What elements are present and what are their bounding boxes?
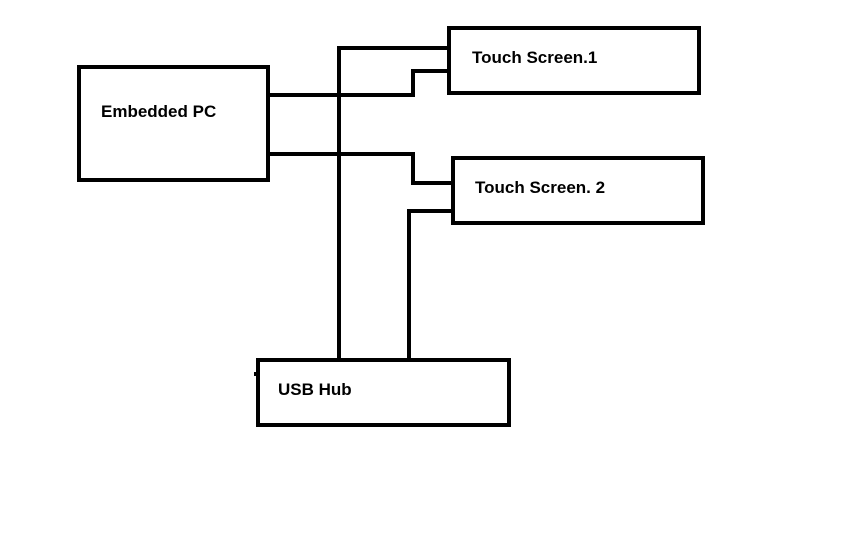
touch-screen-1-label: Touch Screen.1 xyxy=(472,48,597,67)
node-touch-screen-1: Touch Screen.1 xyxy=(447,26,701,95)
touch-screen-1-box xyxy=(447,26,701,95)
wire-hub-to-touch-screen-1 xyxy=(337,46,450,360)
touch-screen-2-box xyxy=(451,156,705,225)
wire-hub-to-touch-screen-2 xyxy=(407,209,454,360)
usb-hub-label: USB Hub xyxy=(278,380,352,399)
connections xyxy=(254,46,454,376)
wire-pc-to-touch-screen-1 xyxy=(267,69,450,97)
embedded-pc-box xyxy=(77,65,270,182)
wire-pc-to-touch-screen-2 xyxy=(267,152,454,185)
node-touch-screen-2: Touch Screen. 2 xyxy=(451,156,705,225)
node-usb-hub: USB Hub xyxy=(256,358,511,427)
embedded-pc-label: Embedded PC xyxy=(101,102,216,121)
touch-screen-2-label: Touch Screen. 2 xyxy=(475,178,605,197)
usb-hub-box xyxy=(256,358,511,427)
node-embedded-pc: Embedded PC xyxy=(77,65,270,182)
